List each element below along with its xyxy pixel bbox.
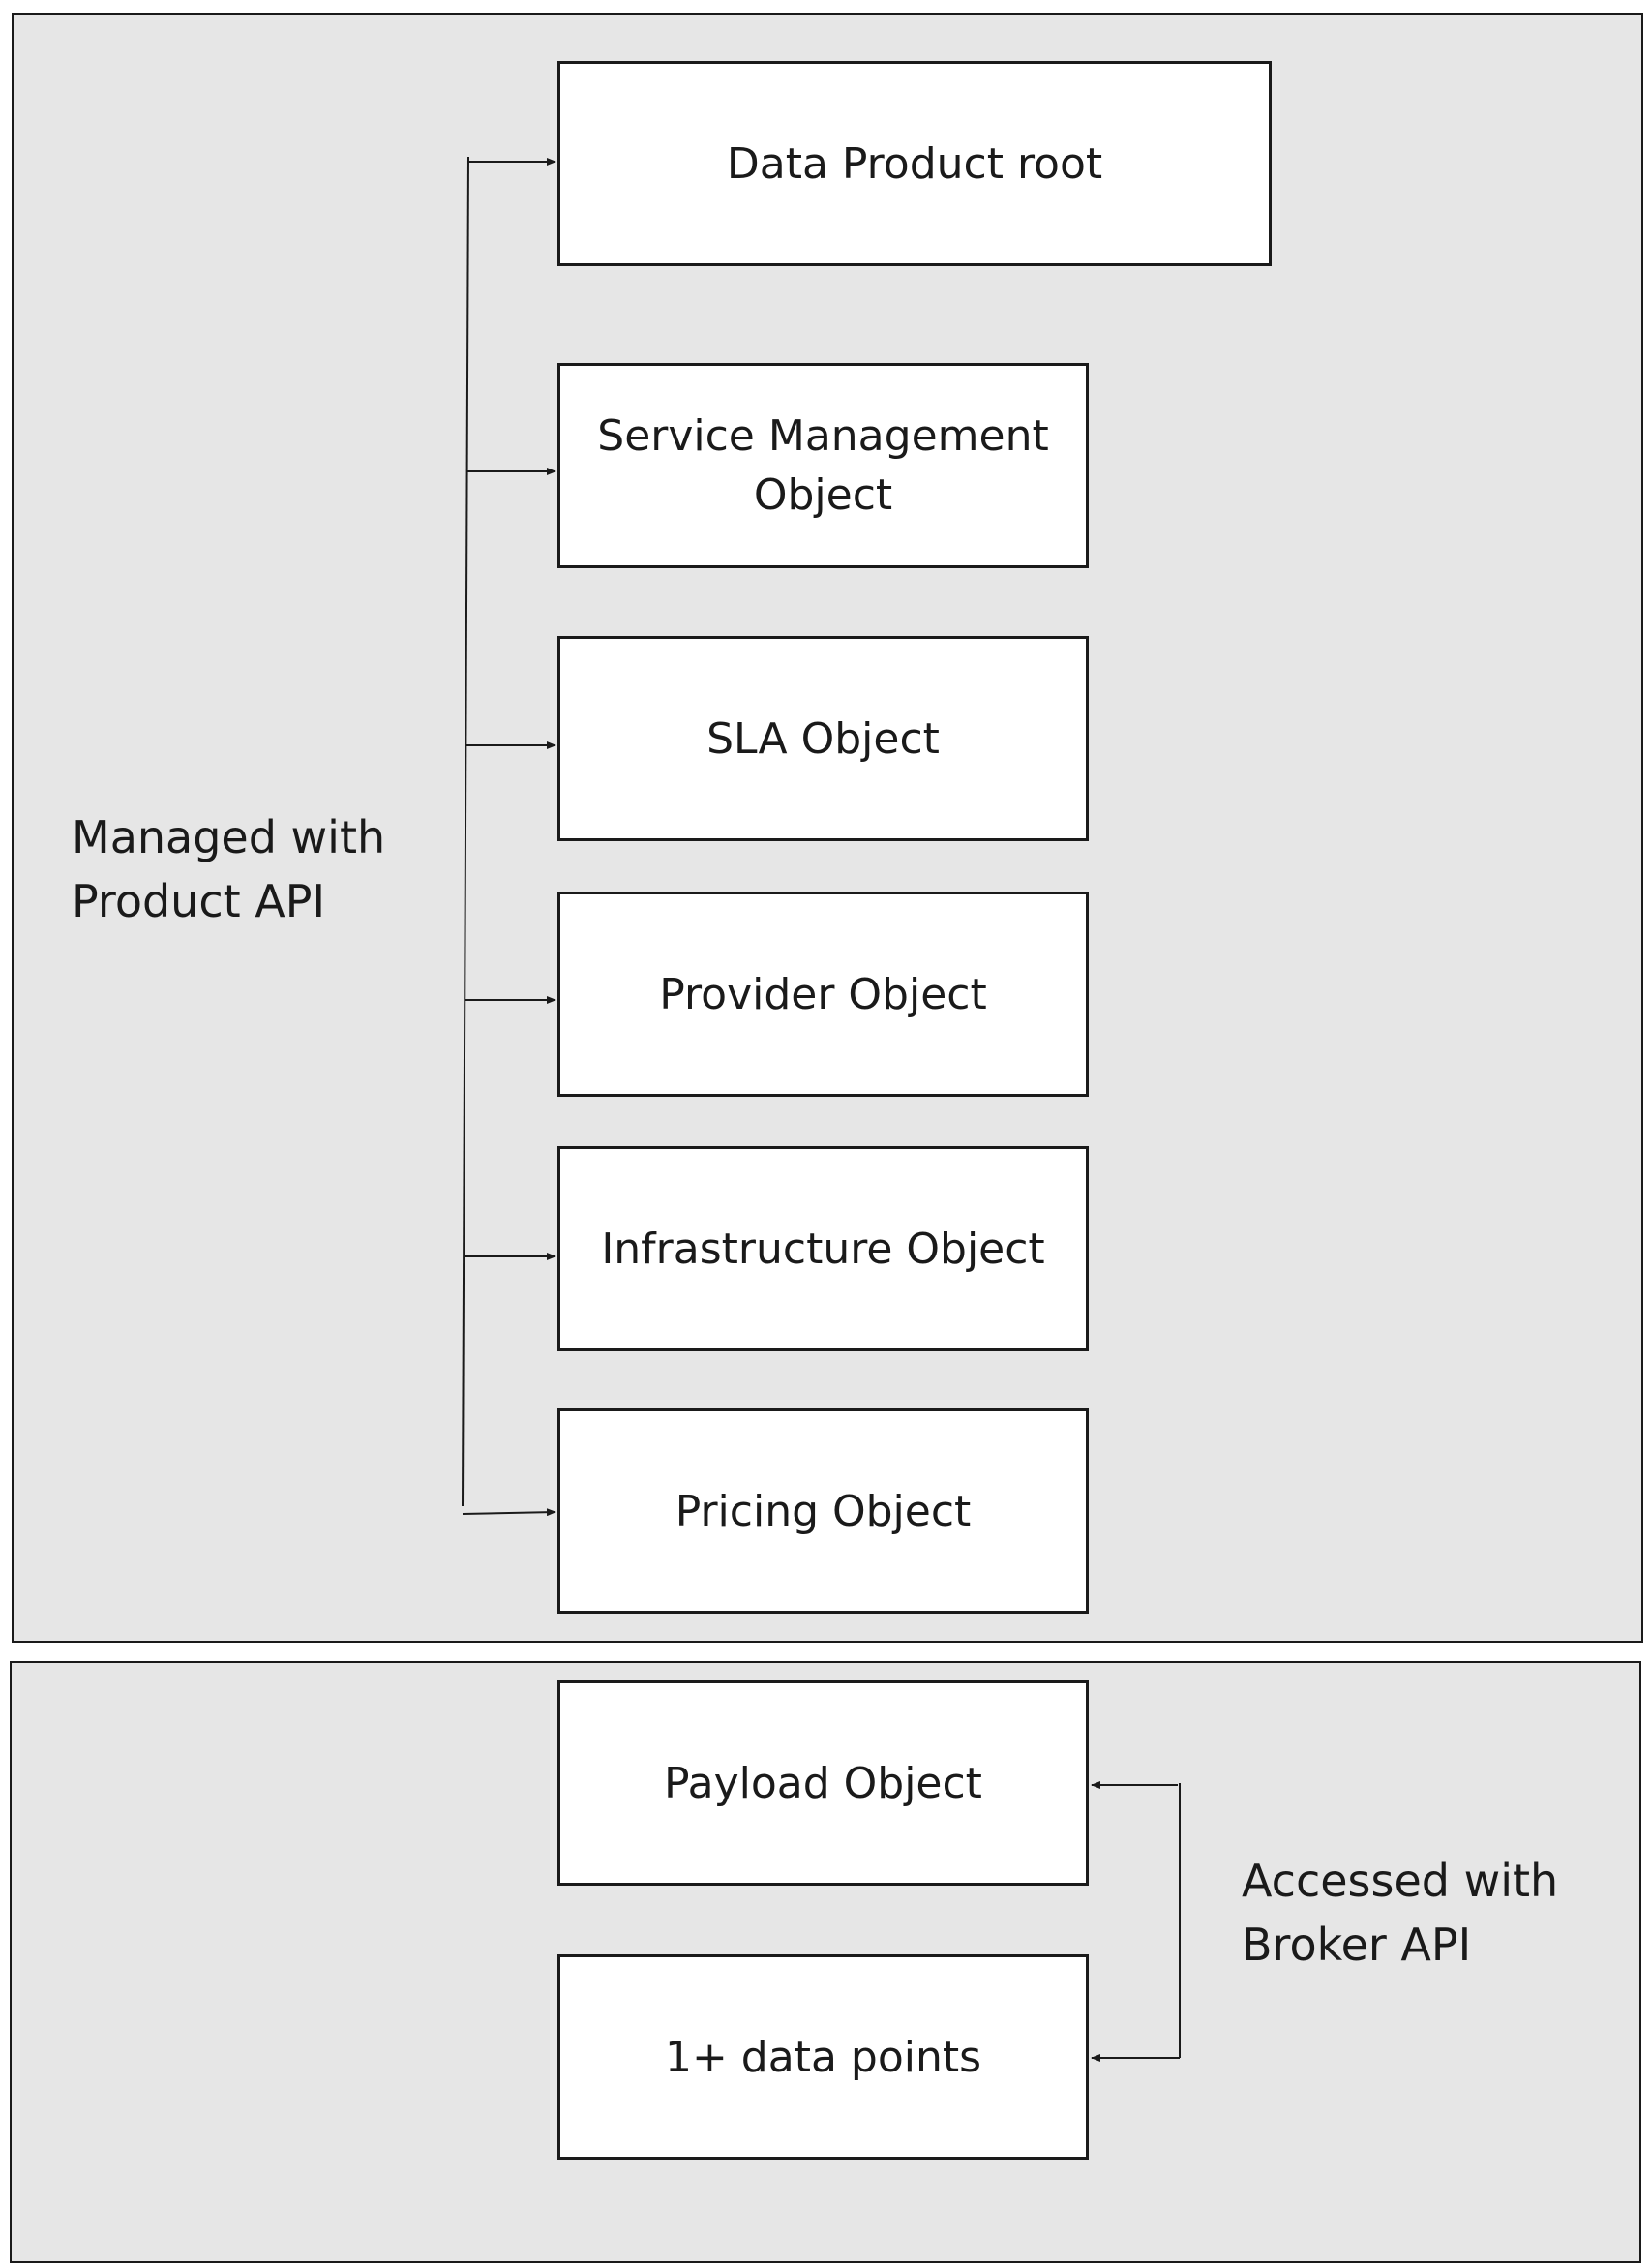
accessed-with-broker-api-label: Accessed with Broker API — [1242, 1855, 1559, 1971]
service-management-object-label: Service Management Object — [597, 411, 1049, 520]
pricing-object-box: Pricing Object — [557, 1408, 1089, 1614]
data-points-box: 1+ data points — [557, 1954, 1089, 2160]
data-product-root-label: Data Product root — [726, 138, 1103, 189]
payload-object-label: Payload Object — [664, 1758, 982, 1808]
infrastructure-object-box: Infrastructure Object — [557, 1146, 1089, 1351]
infrastructure-object-label: Infrastructure Object — [601, 1224, 1045, 1274]
provider-object-box: Provider Object — [557, 892, 1089, 1097]
pricing-object-label: Pricing Object — [675, 1486, 972, 1536]
payload-object-box: Payload Object — [557, 1680, 1089, 1886]
sla-object-box: SLA Object — [557, 636, 1089, 841]
managed-with-product-api-label: Managed with Product API — [72, 811, 386, 927]
data-product-root-box: Data Product root — [557, 61, 1272, 266]
data-points-label: 1+ data points — [664, 2032, 982, 2082]
provider-object-label: Provider Object — [659, 969, 987, 1019]
service-management-object-box: Service Management Object — [557, 363, 1089, 568]
sla-object-label: SLA Object — [706, 713, 940, 764]
